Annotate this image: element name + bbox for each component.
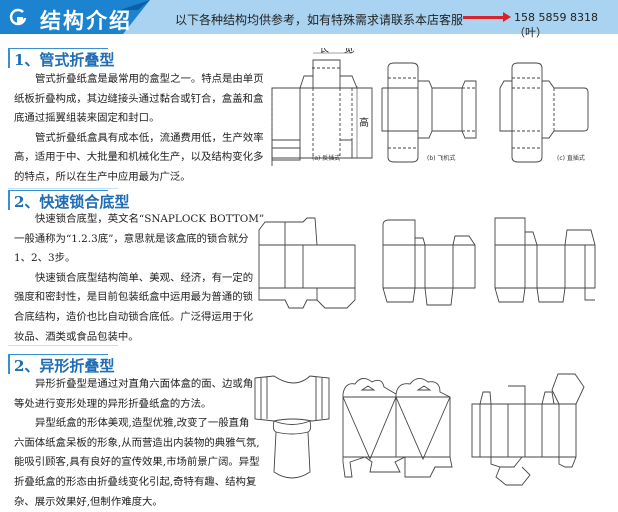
caption-c: (c) 直插式: [557, 154, 585, 162]
tube-box-diagrams: 长 宽 高 (a) 反插式 (b) 飞机式 (c) 直插式: [271, 48, 589, 166]
text-line: 合底结构，造价也比自动锁合底低。广泛得运用于化: [14, 310, 253, 323]
text-line: 快速锁合底型，英文名“SNAPLOCK BOTTOM”: [35, 213, 265, 225]
label-height: 高: [359, 116, 369, 129]
text-line: 管式折叠纸盒具有成本低，流通费用低，生产效率: [35, 131, 264, 144]
diagram-straight-tuck: (c) 直插式: [499, 62, 589, 163]
diagram-special-3: [471, 373, 585, 486]
arrow-right-icon: [463, 12, 511, 22]
section-text-3: 异形折叠型是通过对直角六面体盒的面、边或角 等处进行变形处理的异形折叠纸盒的方法…: [14, 375, 260, 512]
text-line: 底通过摇翼组装来固定和封口。: [14, 112, 160, 125]
diagram-airplane-box: (b) 飞机式: [381, 62, 477, 163]
text-line: 异形折叠型是通过对直角六面体盒的面、边或角: [35, 378, 254, 390]
header-accent: [120, 0, 150, 10]
section-text-1: 管式折叠纸盒是最常用的盒型之一。特点是由单页 纸板折叠构成，其边缝接头通过黏合或…: [14, 70, 264, 188]
diagram-special-1: [254, 375, 330, 479]
text-line: 折叠纸盒的形态由折叠线变化引起,奇特有趣、结构复: [14, 475, 257, 488]
diagram-reverse-tuck: 长 宽 高 (a) 反插式: [271, 48, 373, 166]
text-line: 能吸引顾客,具有良好的宣传效果,市场前景广阔。异型: [14, 456, 260, 469]
caption-a: (a) 反插式: [312, 154, 340, 162]
text-line: 异型纸盒的形体美观,造型优雅,改变了一般直角: [35, 417, 250, 430]
snaplock-diagrams: [258, 217, 596, 309]
divider: [8, 188, 118, 189]
label-width: 宽: [344, 48, 354, 55]
header-title: 结构介绍: [40, 9, 132, 33]
caption-b: (b) 飞机式: [427, 154, 455, 162]
diagram-special-2: [342, 378, 453, 478]
section-title-2: 2、快速锁合底型: [8, 190, 129, 211]
text-line: 杂、展示效果好,但制作难度大。: [14, 495, 163, 508]
section-title-1: 1、管式折叠型: [8, 48, 114, 69]
header-note: 以下各种结构均供参考，如有特殊需求请联系本店客服: [175, 13, 464, 27]
special-shape-diagrams: [254, 373, 585, 486]
text-line: 妆品、酒类或食品包装中。: [14, 330, 139, 343]
text-line: 管式折叠纸盒是最常用的盒型之一。特点是由单页: [35, 73, 264, 85]
text-line: 强度和密封性，是目前包装纸盒中运用最为普通的锁: [14, 291, 253, 304]
text-line: 六面体纸盒呆板的形象,从而营造出内装物的典雅气氛,: [14, 436, 260, 449]
text-line: 高，适用于中、大批量和机械化生产，以及结构变化多: [14, 151, 264, 164]
diagram-snaplock-2: [382, 219, 476, 306]
section-title-3: 2、异形折叠型: [8, 354, 114, 375]
text-line: 1、2、3步。: [14, 252, 76, 265]
contact-phone: 158 5859 8318（叶）: [514, 11, 598, 39]
text-line: 纸板折叠构成，其边缝接头通过黏合或钉合，盒盖和盒: [14, 92, 264, 105]
logo-icon: [9, 8, 27, 26]
divider: [8, 345, 118, 346]
diagram-snaplock-1: [258, 217, 356, 309]
text-line: 的特点，所以在生产中应用最为广泛。: [14, 170, 191, 183]
diagram-snaplock-3: [494, 217, 596, 303]
header-title-block: [0, 0, 150, 34]
text-line: 快速锁合底型结构简单、美观、经济，有一定的: [35, 271, 254, 284]
text-line: 等处进行变形处理的异形折叠纸盒的方法。: [14, 397, 212, 410]
section-text-2: 快速锁合底型，英文名“SNAPLOCK BOTTOM” 一般通称为“1.2.3底…: [14, 210, 265, 347]
label-length: 长: [319, 48, 329, 55]
text-line: 一般通称为“1.2.3底”，意思就是该盒底的锁合就分: [14, 232, 249, 245]
